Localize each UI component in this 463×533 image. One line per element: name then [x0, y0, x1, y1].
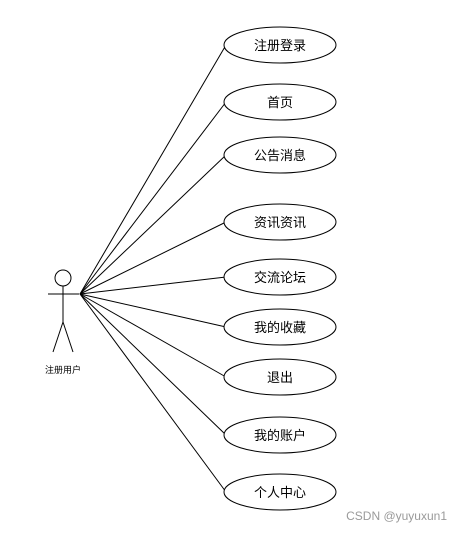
use-case-ellipse [223, 308, 337, 346]
use-case: 公告消息 [223, 136, 337, 174]
association-line [79, 101, 227, 295]
use-case-ellipse [223, 473, 337, 511]
use-case: 我的收藏 [223, 308, 337, 346]
actor-label: 注册用户 [45, 364, 81, 376]
use-case: 资讯资讯 [223, 203, 337, 241]
use-case-ellipse [223, 83, 337, 121]
actor-left-leg [52, 321, 64, 353]
use-case-ellipse [223, 26, 337, 64]
association-line [79, 221, 227, 295]
association-line [79, 293, 227, 436]
association-line [79, 154, 227, 295]
use-case-ellipse [223, 136, 337, 174]
use-case-label: 我的收藏 [254, 320, 306, 336]
association-line [79, 293, 227, 493]
watermark: CSDN @yuyuxun1 [346, 509, 447, 523]
use-case: 首页 [223, 83, 337, 121]
use-case: 退出 [223, 358, 337, 396]
association-line [79, 293, 227, 328]
use-case-label: 交流论坛 [254, 270, 306, 286]
use-case-label: 我的账户 [254, 428, 306, 444]
use-case-label: 个人中心 [254, 486, 306, 501]
use-case-label: 注册登录 [254, 39, 306, 54]
association-line [79, 44, 227, 295]
association-lines [79, 44, 227, 493]
actor: 注册用户 [45, 269, 81, 376]
actor-right-leg [62, 321, 74, 353]
use-case-ellipse [223, 203, 337, 241]
use-case: 个人中心 [223, 473, 337, 511]
use-case-ellipse [223, 358, 337, 396]
use-case-ellipse [223, 416, 337, 454]
use-case-ellipse [223, 258, 337, 296]
use-case-label: 资讯资讯 [254, 216, 306, 231]
use-case-label: 公告消息 [254, 148, 306, 164]
use-case-label: 首页 [267, 96, 293, 111]
actor-head [54, 269, 72, 287]
association-line [79, 293, 227, 378]
use-case: 我的账户 [223, 416, 337, 454]
association-line [79, 276, 227, 295]
use-case: 注册登录 [223, 26, 337, 64]
use-case-label: 退出 [267, 371, 293, 386]
use-case: 交流论坛 [223, 258, 337, 296]
